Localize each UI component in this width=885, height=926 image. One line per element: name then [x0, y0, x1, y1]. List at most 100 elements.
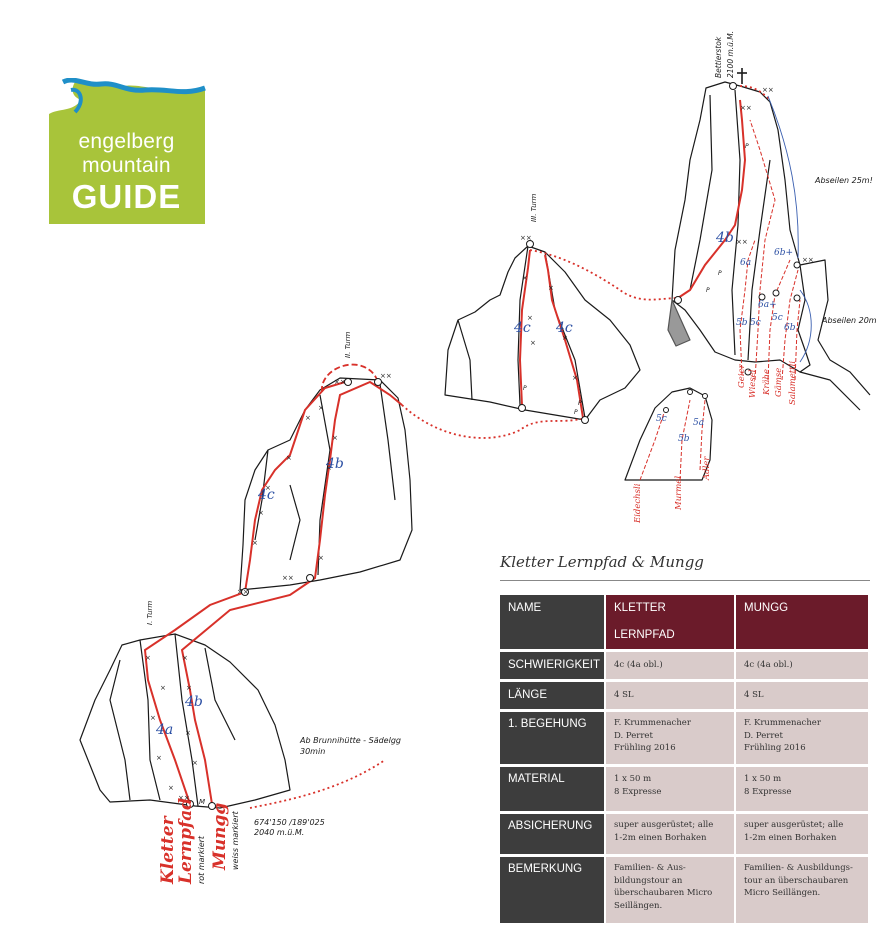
small-route-eidechsli: Eidechsli — [633, 483, 643, 523]
cell-kletter-bemerkung: Familien- & Aus- bildungstour an übersch… — [606, 857, 736, 923]
grade-side-6b: 6b — [784, 323, 796, 333]
svg-text:×: × — [160, 684, 166, 692]
svg-text:×: × — [318, 554, 324, 562]
tower-3-outline — [444, 245, 641, 421]
rappel-lines — [767, 95, 812, 363]
svg-text:×: × — [168, 784, 174, 792]
route-name-mungg: Mungg — [210, 802, 230, 870]
begehung-line: Frühling 2016 — [614, 743, 676, 753]
row-label-laenge: LÄNGE — [500, 682, 606, 709]
cell-kletter-absicherung: super ausgerüstet; alle 1-2m einen Borha… — [606, 814, 736, 854]
svg-text:×: × — [572, 374, 578, 382]
tower-2-label: II. Turm — [344, 331, 352, 358]
grade-t1-right: 4b — [185, 694, 203, 710]
tower-1-label: I. Turm — [146, 600, 154, 625]
svg-text:×: × — [186, 684, 192, 692]
svg-text:××: ×× — [520, 234, 532, 242]
svg-text:×: × — [252, 539, 258, 547]
begehung-line: Frühling 2016 — [744, 743, 806, 753]
table-row: SCHWIERIGKEIT 4c (4a obl.) 4c (4a obl.) — [500, 652, 870, 679]
logo-word-engelberg: engelberg — [78, 130, 175, 153]
material-line: 8 Expresse — [744, 786, 792, 797]
svg-text:×: × — [145, 654, 151, 662]
grade-side-5c-b: 5c — [772, 313, 783, 323]
svg-text:×: × — [156, 754, 162, 762]
svg-text:×: × — [530, 339, 536, 347]
svg-text:P: P — [718, 270, 722, 277]
route-note-weiss-markiert: weiss markiert — [231, 811, 240, 870]
svg-text:×: × — [562, 334, 568, 342]
svg-text:P: P — [706, 287, 710, 294]
kletter-lernpfad-route — [143, 381, 346, 805]
start-altitude: 2040 m.ü.M. — [254, 828, 305, 837]
cell-mungg-laenge: 4 SL — [736, 682, 870, 709]
svg-text:××: ×× — [282, 574, 294, 582]
row-label-schwierigkeit: SCHWIERIGKEIT — [500, 652, 606, 679]
cell-mungg-schwierigkeit: 4c (4a obl.) — [736, 652, 870, 679]
svg-text:××: ×× — [736, 238, 748, 246]
logo-word-mountain: mountain — [82, 154, 171, 177]
grade-small-5c: 5c — [656, 414, 667, 424]
row-label-material: MATERIAL — [500, 767, 606, 811]
material-line: 8 Expresse — [614, 786, 662, 797]
svg-text:×: × — [150, 714, 156, 722]
svg-text:P: P — [523, 385, 527, 392]
side-route-gaemse: Gämse — [774, 367, 784, 397]
svg-text:×: × — [326, 464, 332, 472]
route-note-rot-markiert: rot markiert — [197, 835, 206, 884]
svg-text:×: × — [182, 654, 188, 662]
table-title: Kletter Lernpfad & Mungg — [500, 553, 704, 571]
cell-kletter-laenge: 4 SL — [606, 682, 736, 709]
summit-cross-icon — [737, 68, 747, 84]
svg-text:×: × — [318, 404, 324, 412]
side-route-kraehe: Krähe — [762, 369, 772, 395]
climbing-topo-drawing: ××××× ×××××× ××××× ×××× ×××××××× ×××××× … — [79, 68, 871, 810]
table-row: LÄNGE 4 SL 4 SL — [500, 682, 870, 709]
side-route-lines — [639, 119, 801, 481]
table-row: 1. BEGEHUNG F. Krummenacher D. Perret Fr… — [500, 712, 870, 764]
svg-text:××: ×× — [762, 86, 774, 94]
rappel-upper-label: Abseilen 25m! — [815, 176, 873, 185]
cell-kletter-schwierigkeit: 4c (4a obl.) — [606, 652, 736, 679]
summit-altitude: 2100 m.ü.M. — [726, 30, 735, 78]
svg-text:××: ×× — [802, 256, 814, 264]
grade-t2-left: 4c — [258, 487, 275, 503]
svg-text:×: × — [548, 284, 554, 292]
svg-text:×: × — [258, 509, 264, 517]
svg-text:××: ×× — [237, 588, 249, 596]
summit-name: Bettlerstok — [714, 36, 723, 78]
material-line: 1 x 50 m — [614, 774, 652, 784]
cell-mungg-material: 1 x 50 m 8 Expresse — [736, 767, 870, 811]
begehung-line: F. Krummenacher — [614, 718, 691, 728]
absicherung-line: 1-2m einen Borhaken — [744, 832, 837, 843]
grade-small-5b: 5b — [678, 434, 690, 444]
side-route-geier: Geier — [737, 364, 747, 388]
absicherung-line: 1-2m einen Borhaken — [614, 832, 707, 843]
grade-summit-main: 4b — [716, 230, 734, 246]
grade-side-5c-a: 5c — [750, 318, 761, 328]
main-route-lines — [143, 99, 747, 805]
logo-shape — [49, 77, 206, 225]
svg-text:×: × — [522, 274, 528, 282]
grade-t3-left: 4c — [514, 320, 531, 336]
approach-line1: Ab Brunnihütte - Sädelgg — [300, 736, 401, 745]
row-label-begehung: 1. BEGEHUNG — [500, 712, 606, 764]
side-route-salamettli: Salamettli — [788, 360, 798, 405]
bemerkung-line: tour an überschaubaren — [744, 875, 849, 886]
side-route-wiesel: Wiesel — [748, 369, 758, 398]
route-name-kletter: Kletter — [158, 816, 178, 884]
grade-side-6a-plus: 6a+ — [758, 300, 777, 310]
bemerkung-line: bildungstour an — [614, 875, 683, 886]
table-row: MATERIAL 1 x 50 m 8 Expresse 1 x 50 m 8 … — [500, 767, 870, 811]
svg-text:×: × — [527, 314, 533, 322]
summit-tower-outline — [671, 81, 811, 373]
rock-outlines — [79, 81, 871, 809]
approach-line2: 30min — [300, 747, 326, 756]
cell-mungg-absicherung: super ausgerüstet; alle 1-2m einen Borha… — [736, 814, 870, 854]
start-marker-m: M — [199, 798, 206, 806]
grade-t3-right: 4c — [556, 320, 573, 336]
svg-text:×: × — [265, 484, 271, 492]
bemerkung-line: Familien- & Aus- — [614, 863, 686, 873]
material-line: 1 x 50 m — [744, 774, 782, 784]
header-col-kletter: KLETTER LERNPFAD — [606, 595, 736, 649]
